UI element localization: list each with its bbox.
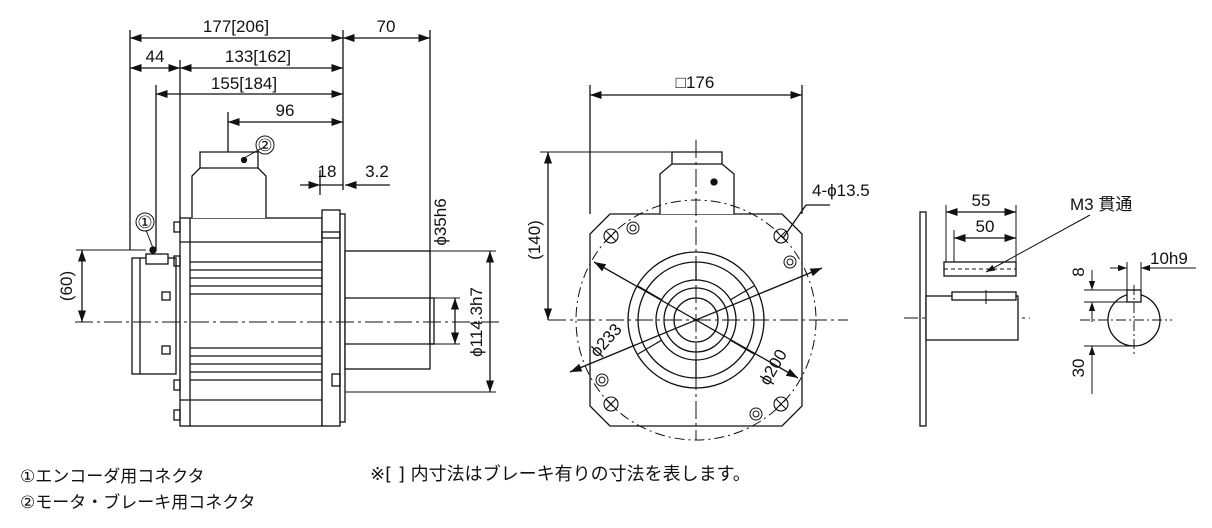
flange-square-label: □176 [676,73,715,92]
legend-encoder-connector: ①エンコーダ用コネクタ [20,467,205,487]
connector-offset-label: 96 [276,101,295,120]
legend-power-connector: ②モータ・ブレーキ用コネクタ [20,493,256,513]
total-length-label: 177[206] [203,17,269,36]
key-length-50-label: 50 [976,217,995,236]
flange [321,209,341,427]
marker-1-label: ① [137,213,152,232]
front-view [540,85,848,441]
detail-shaft [925,295,1019,341]
key-depth-label: 8 [1069,267,1088,276]
shaft-diameter-label: ϕ35h6 [431,198,450,245]
shaft-detail-labels: 55 50 M3 貫通 10h9 8 30 [972,191,1188,377]
side-view-labels: 177[206] 70 44 133[162] 155[184] 96 18 3… [57,17,486,357]
shaft-detail [904,205,1196,427]
key-length-55-label: 55 [972,191,991,210]
key-width-label: 10h9 [1150,249,1188,268]
shaft-length-label: 70 [377,17,396,36]
mounting-holes-label: 4-ϕ13.5 [812,181,870,200]
flange-thickness-label: 18 [318,162,337,181]
detail-flange [919,211,927,427]
marker-2-label: ② [257,136,272,155]
connector-height-label: (140) [525,220,544,260]
mounting-hole [603,228,789,412]
shaft [344,250,431,370]
tap-note-label: M3 貫通 [1070,195,1132,214]
shaft-height-label: 30 [1069,359,1088,378]
body-length-label: 133[162] [225,47,291,66]
encoder-length-label: 44 [146,47,165,66]
flange-lip-label: 3.2 [365,162,389,181]
power-connector [191,151,267,218]
side-view [75,30,500,427]
encoder-housing [131,257,177,375]
front-connector [659,151,735,214]
bracket-dimension-note: ※[ ] 内寸法はブレーキ有りの寸法を表します。 [370,464,751,485]
encoder-height-label: (60) [57,271,76,301]
spigot-diameter-label: ϕ114.3h7 [467,287,486,357]
length-155-label: 155[184] [211,74,277,93]
